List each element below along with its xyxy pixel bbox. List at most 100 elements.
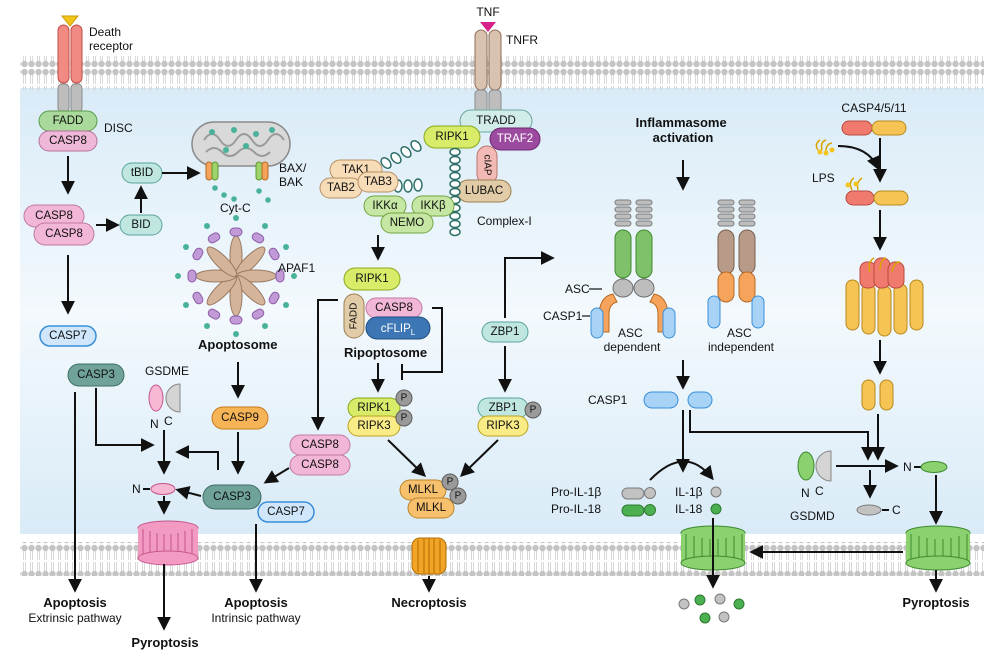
casp8-pill: CASP8: [38, 130, 98, 152]
ripk1-ripk3-p: RIPK1 RIPK3 P P: [347, 389, 413, 437]
released-cytokines: [678, 593, 745, 624]
gsdmd-c-label: C: [815, 484, 824, 498]
lps-molecule: [815, 139, 833, 152]
cyt-c-label: Cyt-C: [220, 201, 251, 215]
svg-text:FADD: FADD: [349, 303, 360, 330]
casp1-label: CASP1: [588, 393, 628, 407]
svg-text:RIPK3: RIPK3: [486, 420, 519, 432]
asc-dependent-label: ASC dependent: [604, 326, 661, 354]
tnfr-label: TNFR: [506, 33, 538, 47]
svg-text:TRADD: TRADD: [476, 115, 516, 127]
tradd-pill: TRADD: [459, 109, 533, 133]
svg-text:P: P: [401, 413, 408, 424]
gsdme-n-fragment-label: N: [132, 482, 141, 496]
svg-text:MLKL: MLKL: [408, 484, 439, 496]
svg-text:MLKL: MLKL: [416, 502, 447, 514]
pyroptosis-left-title: Pyroptosis: [131, 635, 198, 650]
casp1-active: [643, 391, 713, 409]
inflammasome-asc-dependent: [590, 199, 676, 339]
svg-text:IKKα: IKKα: [372, 200, 398, 212]
svg-text:RIPK1: RIPK1: [355, 273, 388, 285]
svg-text:P: P: [530, 405, 537, 416]
tbid-pill: tBID: [121, 162, 163, 184]
casp7-left-pill: CASP7: [39, 325, 97, 347]
gsdme-c-label: C: [164, 414, 173, 428]
gsdme-label: GSDME: [145, 364, 189, 378]
casp4511-oligomer: [845, 257, 924, 337]
svg-text:ZBP1: ZBP1: [489, 402, 518, 414]
apoptosome: [175, 215, 297, 337]
ripoptosome-casp8: CASP8: [365, 297, 423, 319]
ripoptosome-cflip: cFLIPL: [365, 316, 431, 340]
ripk1-complex-pill: RIPK1: [423, 125, 481, 149]
gsdmd-shape: [797, 450, 832, 482]
disc-label: DISC: [104, 121, 133, 135]
svg-text:ZBP1: ZBP1: [491, 326, 520, 338]
casp4511-lps-bound: [845, 177, 909, 206]
svg-text:cFLIPL: cFLIPL: [381, 323, 416, 337]
intrinsic-pathway-label: Intrinsic pathway: [211, 611, 300, 625]
svg-text:TAB3: TAB3: [364, 176, 392, 188]
inflammasome-title: Inflammasome activation: [636, 115, 731, 145]
apaf1-label: APAF1: [278, 261, 315, 275]
ripoptosome-ripk1: RIPK1: [343, 267, 401, 291]
svg-text:CASP8: CASP8: [375, 302, 413, 314]
top-membrane: [20, 56, 984, 90]
apoptosome-label: Apoptosome: [198, 337, 277, 352]
casp3-center-pill: CASP3: [202, 484, 262, 510]
casp8-dimer: CASP8 CASP8: [23, 204, 95, 246]
gsdme-n-fragment: [150, 483, 176, 495]
pro-cytokines: [621, 487, 656, 517]
svg-text:P: P: [455, 491, 462, 502]
inflammasome-asc-independent: [707, 199, 765, 329]
ikk-complex: IKKα IKKβ NEMO: [363, 195, 455, 234]
casp1-side-label: CASP1: [543, 309, 583, 323]
mitochondrion: [191, 121, 291, 203]
gsdmd-n-fragment: [920, 461, 948, 473]
svg-text:P: P: [447, 477, 454, 488]
ripoptosome-label: Ripoptosome: [344, 345, 427, 360]
lps-label: LPS: [812, 171, 835, 185]
svg-text:TAB2: TAB2: [327, 182, 355, 194]
svg-text:FADD: FADD: [53, 115, 84, 127]
death-receptor-label: Death receptor: [89, 25, 133, 53]
svg-text:CASP8: CASP8: [45, 228, 83, 240]
apoptosis-extrinsic-title: Apoptosis: [43, 595, 107, 610]
traf2-pill: TRAF2: [489, 127, 541, 151]
svg-text:CASP8: CASP8: [35, 210, 73, 222]
svg-text:LUBAC: LUBAC: [465, 185, 503, 197]
death-receptor: [57, 15, 83, 113]
casp4511-active: [861, 379, 894, 411]
gsdmd-c-fragment-label: C: [892, 503, 901, 517]
pyroptosis-right-title: Pyroptosis: [902, 595, 969, 610]
lubac-pill: LUBAC: [456, 179, 512, 203]
pro-il18-label: Pro-IL-18: [551, 502, 601, 516]
svg-text:CASP8: CASP8: [301, 459, 339, 471]
svg-text:CASP7: CASP7: [267, 506, 305, 518]
svg-text:BID: BID: [131, 219, 150, 231]
asc-independent-label: ASC independent: [708, 326, 775, 354]
gsdme-shape: [148, 383, 181, 413]
fadd-pill: FADD: [38, 110, 98, 132]
gsdmd-n-fragment-label: N: [903, 460, 912, 474]
gsdmd-c-fragment: [856, 504, 882, 516]
ubiquitin-chain: [360, 139, 461, 237]
casp4511-label: CASP4/5/11: [841, 101, 906, 115]
asc-label: ASC: [565, 282, 590, 296]
svg-text:cIAP: cIAP: [482, 154, 493, 175]
svg-text:IKKβ: IKKβ: [420, 200, 446, 212]
gsdme-n-label: N: [150, 417, 159, 431]
casp7-center-pill: CASP7: [257, 501, 315, 523]
svg-text:CASP8: CASP8: [301, 439, 339, 451]
mlkl-complex: MLKL MLKL P P: [399, 473, 467, 519]
zbp1-pill: ZBP1: [481, 321, 529, 343]
ripoptosome-fadd: FADD: [343, 293, 365, 339]
necroptosis-title: Necroptosis: [391, 595, 466, 610]
svg-text:TRAF2: TRAF2: [497, 133, 533, 145]
extrinsic-pathway-label: Extrinsic pathway: [28, 611, 121, 625]
casp3-left-pill: CASP3: [67, 363, 125, 387]
svg-text:RIPK1: RIPK1: [357, 402, 390, 414]
svg-text:CASP9: CASP9: [221, 412, 259, 424]
casp9-pill: CASP9: [211, 406, 269, 430]
